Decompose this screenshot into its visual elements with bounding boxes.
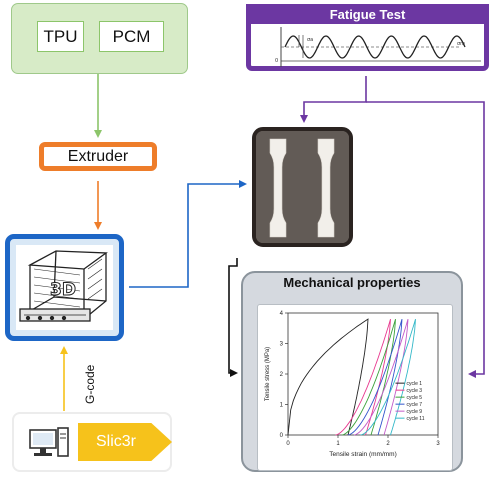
slicer-box: Slic3r [12,412,172,472]
x-tick-label: 0 [286,441,290,447]
legend-label: cycle 1 [407,381,423,387]
series-cycle-5 [341,318,396,436]
arrow-fatigue-to-mechanical [366,101,485,378]
series-cycle-1 [287,318,369,436]
arrow-fatigue-to-specimen [300,76,367,123]
3d-printer-icon: 3D [16,245,113,330]
y-tick-label: 1 [280,403,284,409]
svg-text:σa: σa [307,37,313,43]
sine-wave-icon: σa σm 0 [275,27,481,67]
y-tick-label: 4 [280,311,284,317]
dogbone-specimens [256,131,349,243]
legend-label: cycle 7 [407,402,423,408]
arrow-printer-to-specimen [129,180,247,288]
legend-label: cycle 3 [407,388,423,394]
x-axis-label: Tensile strain (mm/mm) [329,451,397,458]
legend-label: cycle 5 [407,395,423,401]
y-tick-label: 0 [280,433,284,439]
arrow-specimen-to-mechanical [228,258,238,377]
fatigue-test-box: Fatigue Test σa σm 0 [246,4,489,71]
legend-label: cycle 11 [407,416,425,422]
mechanical-title: Mechanical properties [283,275,421,290]
y-axis-label: Tensile stress (MPa) [265,347,271,401]
series-cycle-3 [335,318,391,436]
y-tick-label: 2 [280,372,284,378]
tpu-box: TPU [37,21,84,52]
computer-icon [29,427,69,457]
svg-text:3D: 3D [50,280,76,300]
slic3r-label: Slic3r [78,423,172,461]
x-tick-label: 1 [336,441,340,447]
series-cycle-11 [360,318,416,436]
extruder-box: Extruder [39,142,157,171]
svg-text:0: 0 [275,58,278,64]
series-cycle-7 [347,318,403,436]
specimen-photo [252,127,353,247]
x-tick-label: 2 [386,441,390,447]
fatigue-title: Fatigue Test [246,4,489,24]
y-tick-label: 3 [280,342,284,348]
pcm-box: PCM [99,21,164,52]
gcode-label: G-code [83,364,97,404]
materials-box: TPU PCM [11,3,188,74]
printer-box: 3D [5,234,124,341]
svg-text:σm: σm [457,41,465,47]
legend-label: cycle 9 [407,409,423,415]
x-tick-label: 3 [436,441,440,447]
series-cycle-9 [353,318,409,436]
